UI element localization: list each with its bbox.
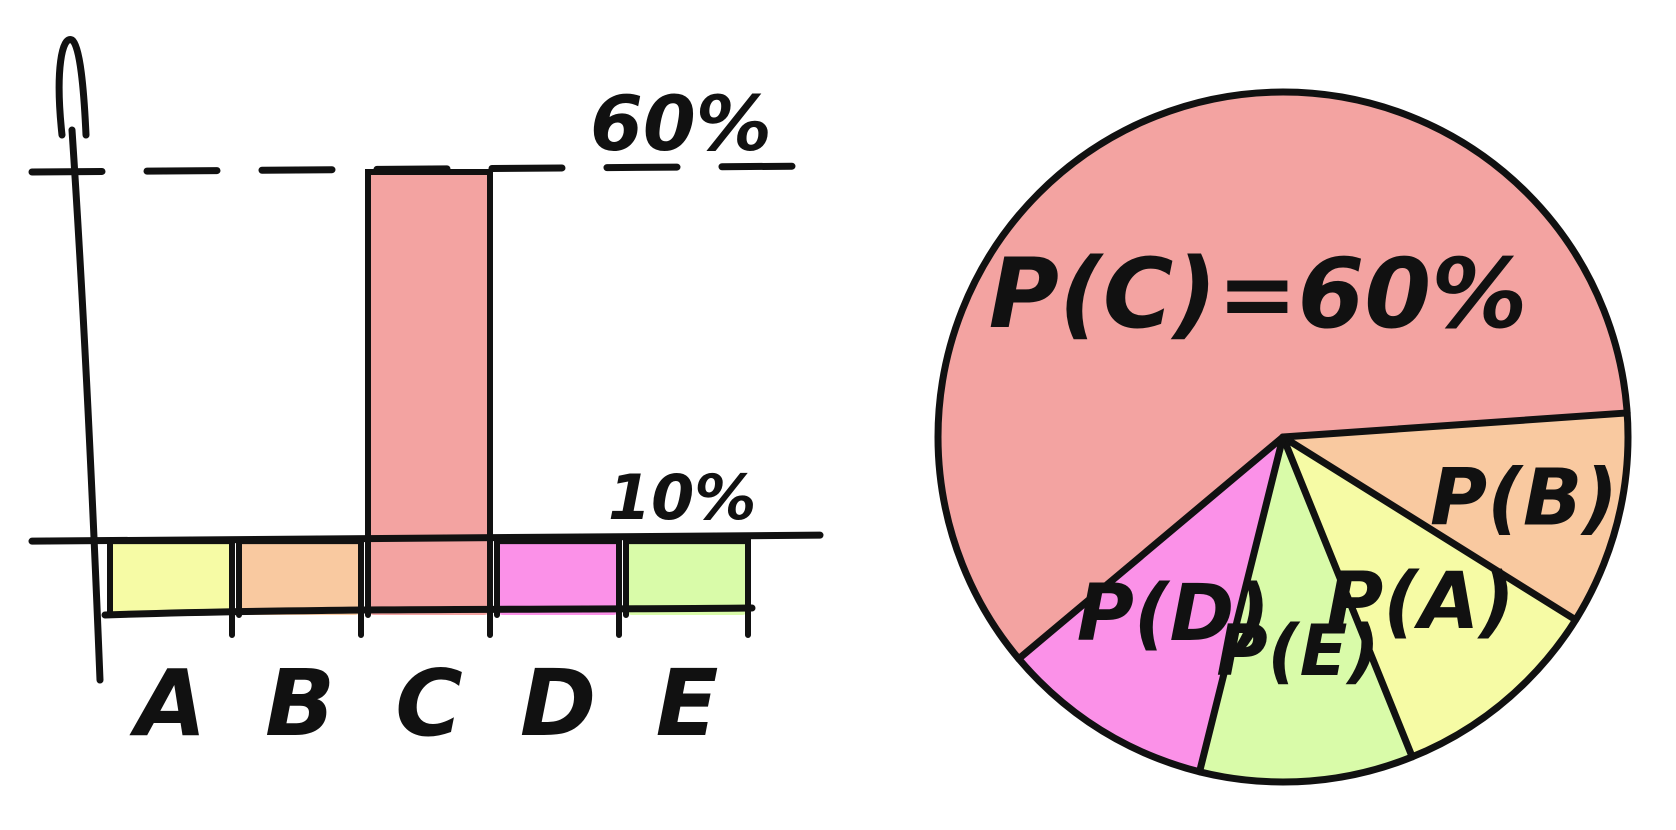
x-axis-line: [101, 604, 756, 619]
pie-divider-a: [1279, 433, 1580, 624]
pie-chart: P(C)=60% P(B) P(A)P(E)P(D): [934, 88, 1632, 786]
bar-fills: [110, 172, 748, 615]
pie-slice-c: [938, 91, 1628, 659]
pie-outline: [934, 88, 1632, 786]
pie-slice-e: [1199, 437, 1413, 782]
bar-b: [239, 541, 361, 615]
y-axis-line: [68, 126, 104, 684]
bar-outline-e: [623, 538, 751, 638]
pie-slice-a: [1283, 437, 1576, 757]
pie-label-c: P(C)=60%: [989, 238, 1528, 350]
bar-a: [110, 541, 232, 615]
pie-slice-b: [1283, 412, 1628, 620]
pie-label-a: P(A): [1326, 557, 1515, 647]
category-label-c: C: [395, 650, 463, 757]
pie-divider-d: [1196, 433, 1287, 776]
bar-outline-a: [107, 538, 235, 638]
bar-d: [497, 541, 619, 615]
bar-outline-c: [365, 169, 493, 638]
category-label-d: D: [520, 650, 596, 757]
pie-label-e: P(E): [1216, 610, 1379, 692]
reference-label-10: 10%: [608, 461, 756, 534]
bar-axes: [55, 36, 756, 684]
pie-divider-e: [1279, 433, 1416, 761]
pie-dividers: [1015, 409, 1631, 776]
category-label-b: B: [265, 650, 335, 757]
y-axis-arrow-icon: [55, 36, 90, 139]
pie-slices: [938, 91, 1628, 782]
bar-outlines: [107, 169, 751, 638]
reference-label-60: 60%: [590, 79, 772, 168]
bar-outline-b: [236, 538, 364, 638]
bar-e: [626, 541, 748, 615]
pie-label-d: P(D): [1077, 569, 1270, 659]
pie-labels: P(C)=60% P(B) P(A)P(E)P(D): [989, 238, 1618, 692]
category-label-a: A: [129, 650, 206, 757]
pie-label-b: P(B): [1430, 453, 1618, 543]
pie-divider-c: [1015, 433, 1287, 663]
bar-outline-d: [494, 538, 622, 638]
category-label-e: E: [656, 650, 719, 757]
pie-divider-b: [1279, 409, 1631, 441]
bar-c: [368, 172, 490, 615]
reference-labels: 60% 10%: [590, 79, 772, 534]
